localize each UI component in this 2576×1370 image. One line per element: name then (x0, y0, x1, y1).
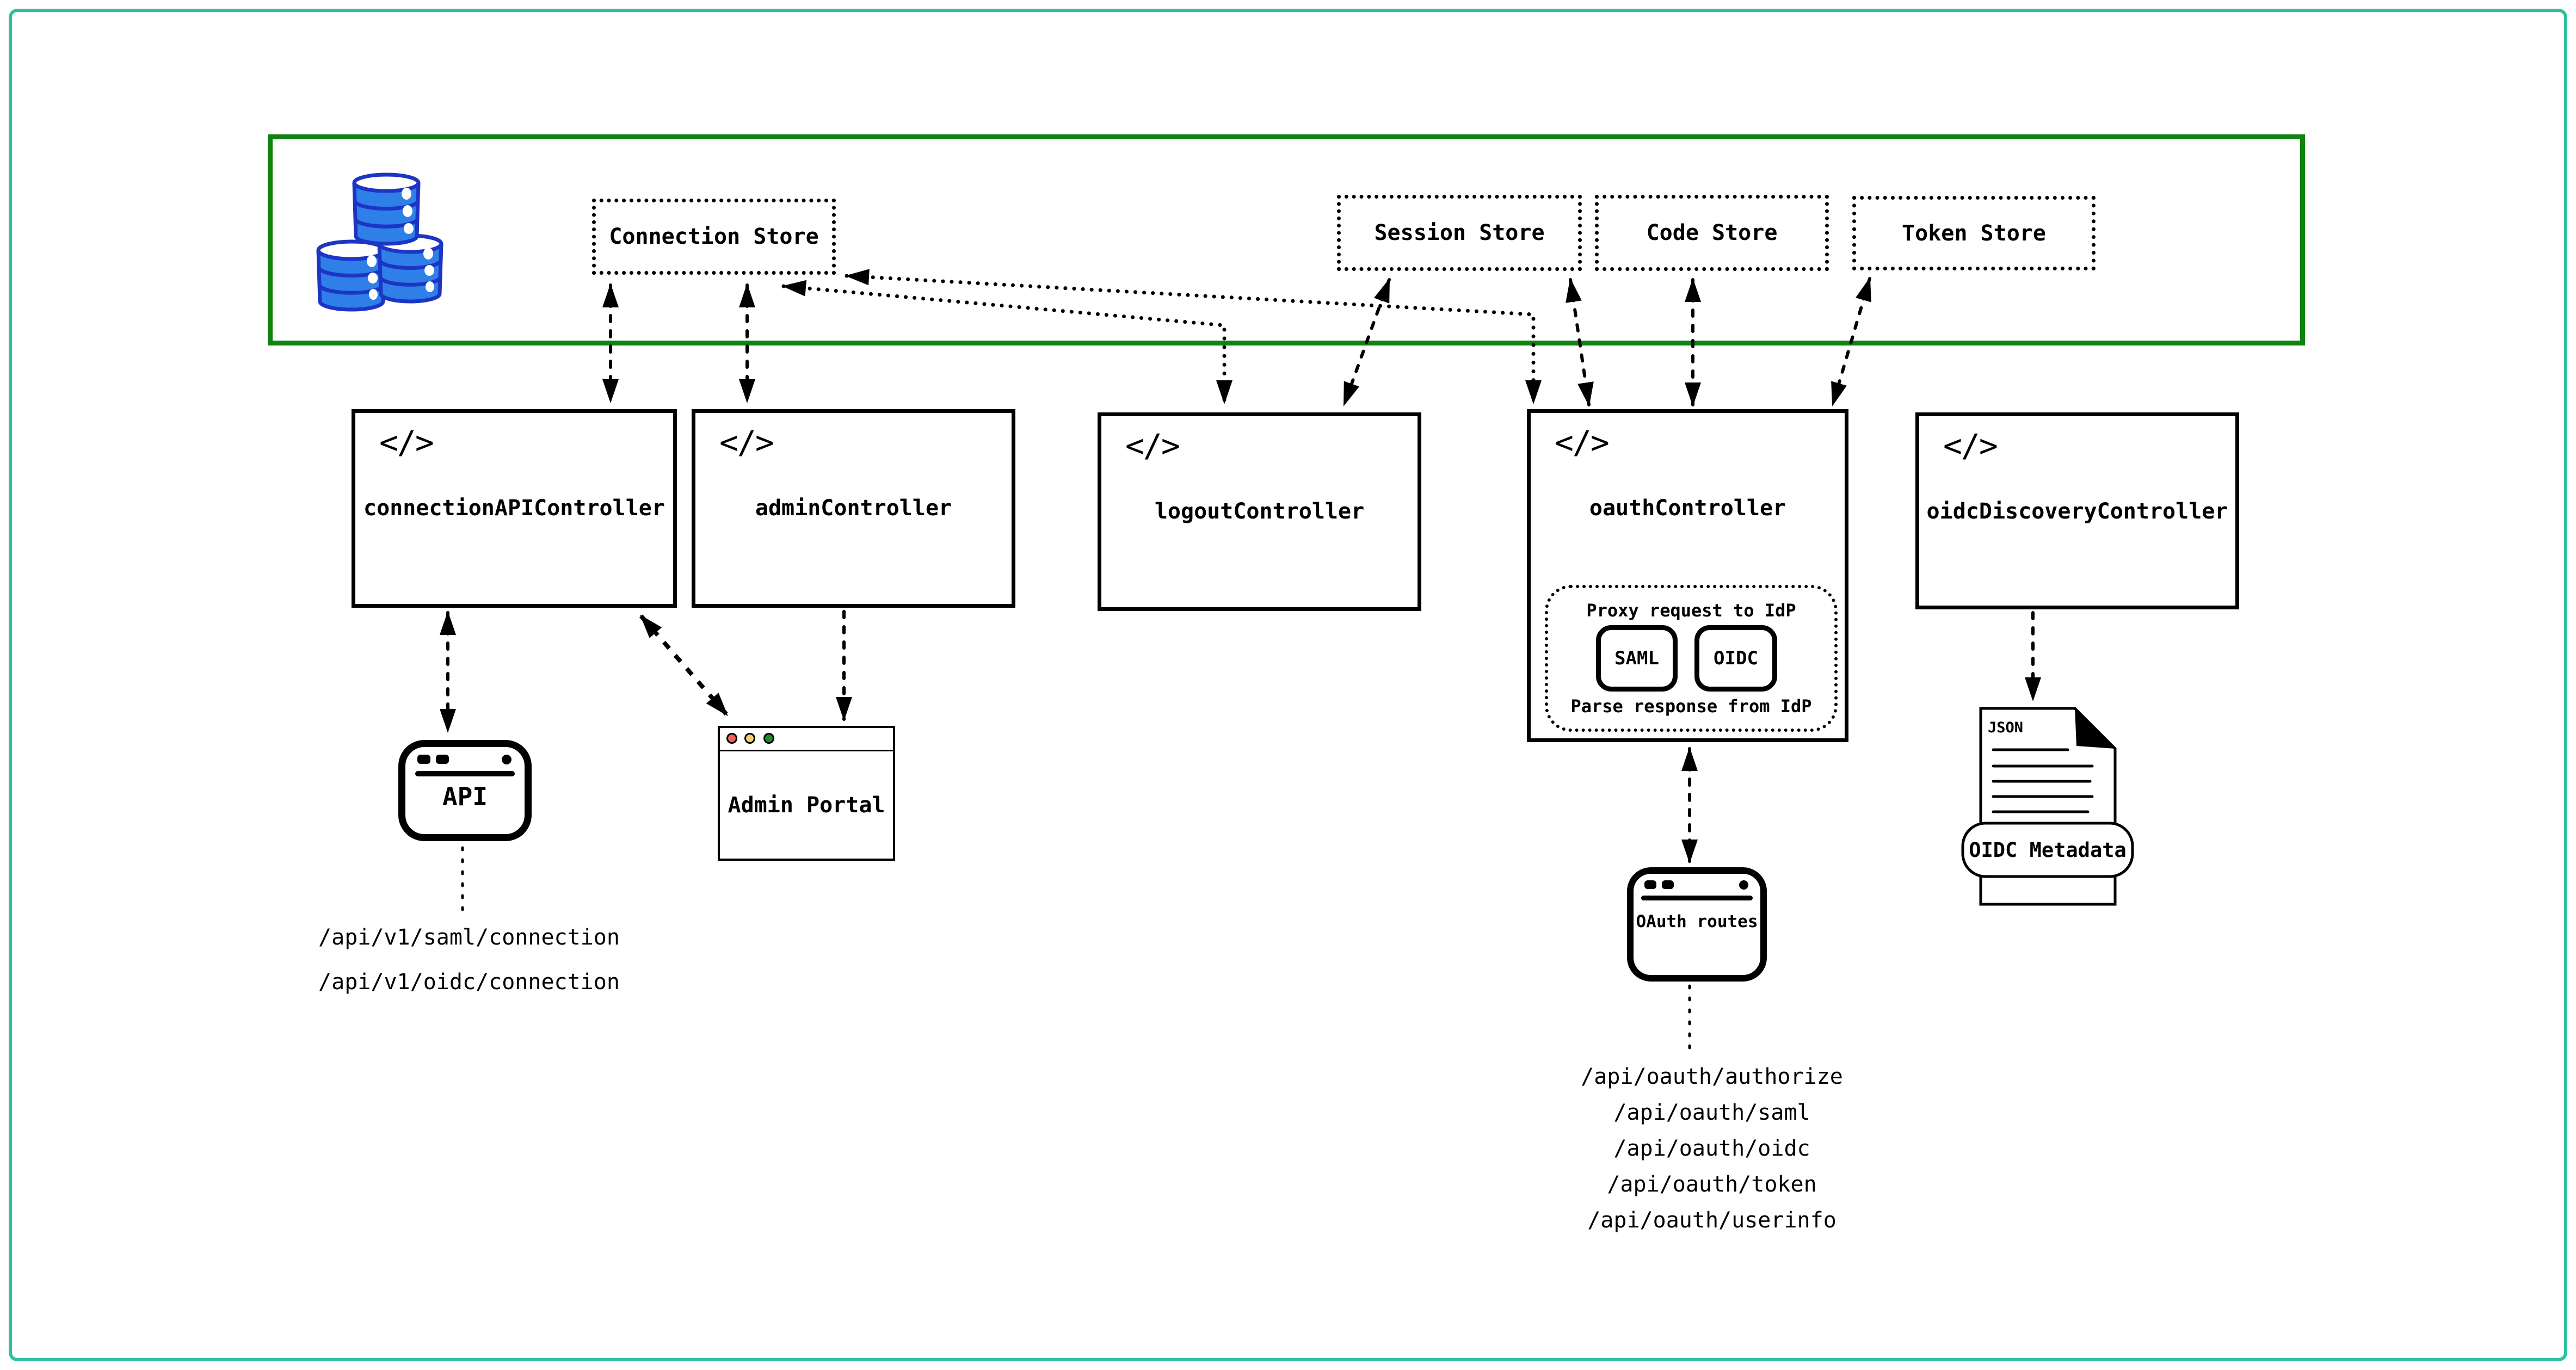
code-icon: </> (1555, 424, 1610, 461)
connection-store-label: Connection Store (609, 224, 819, 249)
admin-portal-window: Admin Portal (718, 726, 895, 861)
route-item: /api/oauth/saml (1613, 1100, 1810, 1125)
code-icon: </> (719, 424, 774, 461)
window-toolbar (415, 771, 515, 776)
logout-controller-label: logoutController (1154, 499, 1365, 524)
logout-controller: </> logoutController (1098, 412, 1421, 611)
token-store-label: Token Store (1902, 220, 2046, 246)
code-store: Code Store (1595, 195, 1829, 271)
admin-portal-label: Admin Portal (728, 792, 885, 818)
oauth-routes-list: /api/oauth/authorize /api/oauth/saml /ap… (1549, 1059, 1875, 1238)
api-label: API (442, 782, 488, 811)
code-store-label: Code Store (1646, 220, 1778, 245)
token-store: Token Store (1852, 196, 2096, 270)
admin-controller-label: adminController (755, 496, 952, 521)
admin-controller: </> adminController (692, 409, 1015, 608)
route-item: /api/oauth/token (1607, 1172, 1817, 1197)
window-button-icon (417, 755, 430, 764)
route-item: /api/v1/oidc/connection (318, 970, 620, 995)
close-icon (726, 733, 737, 744)
route-item: /api/oauth/userinfo (1587, 1208, 1837, 1233)
saml-label: SAML (1614, 647, 1659, 669)
connection-api-routes: /api/v1/saml/connection /api/v1/oidc/con… (306, 915, 632, 1004)
oidc-discovery-controller-label: oidcDiscoveryController (1926, 499, 2228, 524)
oauth-routes-label: OAuth routes (1636, 912, 1758, 931)
connection-api-controller: </> connectionAPIController (352, 409, 677, 608)
connection-store: Connection Store (592, 199, 836, 275)
route-item: /api/oauth/authorize (1581, 1064, 1843, 1089)
session-store: Session Store (1337, 195, 1582, 271)
oidc-label: OIDC (1714, 647, 1758, 669)
route-item: /api/v1/saml/connection (318, 925, 620, 950)
connection-api-controller-label: connectionAPIController (363, 496, 665, 521)
proxy-request-label: Proxy request to IdP (1586, 600, 1796, 621)
idp-proxy-group: Proxy request to IdP SAML OIDC Parse res… (1545, 585, 1838, 732)
route-item: /api/oauth/oidc (1613, 1136, 1810, 1161)
window-toolbar (1641, 896, 1753, 900)
saml-box: SAML (1596, 625, 1678, 692)
oidc-discovery-controller: </> oidcDiscoveryController (1915, 412, 2239, 609)
oauth-routes-app-icon: OAuth routes (1627, 867, 1767, 982)
minimize-icon (744, 733, 755, 744)
window-titlebar (720, 728, 893, 751)
code-icon: </> (379, 424, 434, 461)
api-app-icon: API (398, 740, 532, 841)
window-button-icon (436, 755, 449, 764)
window-button-icon (1662, 880, 1674, 889)
oidc-box: OIDC (1694, 625, 1777, 692)
maximize-icon (763, 733, 774, 744)
diagram-frame (9, 9, 2567, 1361)
code-icon: </> (1125, 427, 1180, 464)
window-button-icon (1644, 880, 1656, 889)
oauth-controller-label: oauthController (1589, 496, 1786, 521)
window-button-icon (1739, 880, 1748, 890)
parse-response-label: Parse response from IdP (1570, 696, 1812, 717)
window-button-icon (502, 755, 511, 764)
session-store-label: Session Store (1374, 220, 1545, 245)
code-icon: </> (1943, 427, 1998, 464)
oauth-controller: </> oauthController Proxy request to IdP… (1527, 409, 1848, 742)
